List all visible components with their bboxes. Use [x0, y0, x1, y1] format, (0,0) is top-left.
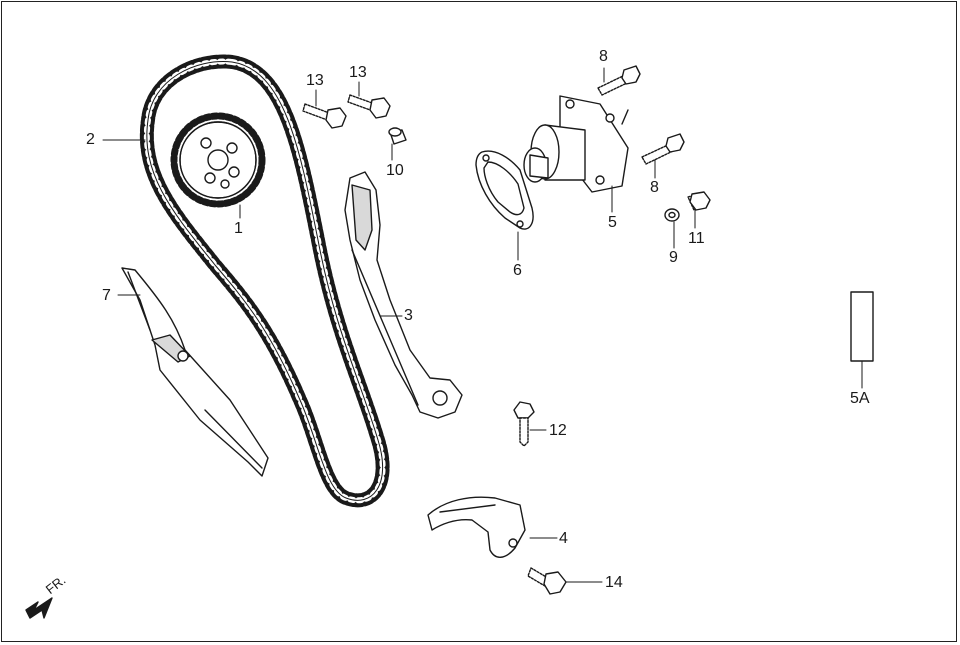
callout-11: 11	[688, 230, 705, 247]
leader-lines	[102, 67, 863, 583]
callout-7: 7	[102, 287, 111, 304]
tensioner-slipper	[344, 171, 463, 419]
callout-2: 2	[86, 131, 95, 148]
callout-5: 5	[608, 214, 617, 231]
cam-chain	[139, 54, 390, 508]
bolt-13-right	[347, 94, 391, 119]
callout-1: 1	[234, 220, 243, 237]
callout-12: 12	[549, 422, 567, 439]
bolt-11	[687, 191, 711, 211]
callout-6: 6	[513, 262, 522, 279]
bolt-13-left	[302, 103, 347, 129]
callout-14: 14	[605, 574, 623, 591]
front-direction-arrow	[25, 597, 53, 619]
callout-3: 3	[404, 307, 413, 324]
callout-8-upper: 8	[599, 48, 608, 65]
callout-13-left: 13	[306, 72, 324, 89]
bolt-14	[527, 567, 567, 595]
guide-bracket	[427, 496, 526, 558]
callout-5a: 5A	[850, 390, 870, 407]
cam-sprocket	[170, 112, 266, 208]
bolt-12	[513, 401, 535, 447]
callout-9: 9	[669, 249, 678, 266]
callout-13-right: 13	[349, 64, 367, 81]
callout-10: 10	[386, 162, 404, 179]
dowel-pin-10	[388, 127, 407, 145]
part-5a-box	[850, 291, 874, 362]
chain-guide	[121, 267, 269, 477]
washer-9	[664, 208, 680, 222]
callout-4: 4	[559, 530, 568, 547]
tensioner-assembly	[523, 95, 629, 193]
tensioner-gasket	[475, 150, 534, 230]
bolt-8-upper	[597, 65, 641, 96]
bolt-8-lower	[641, 133, 685, 165]
callout-8-lower: 8	[650, 179, 659, 196]
